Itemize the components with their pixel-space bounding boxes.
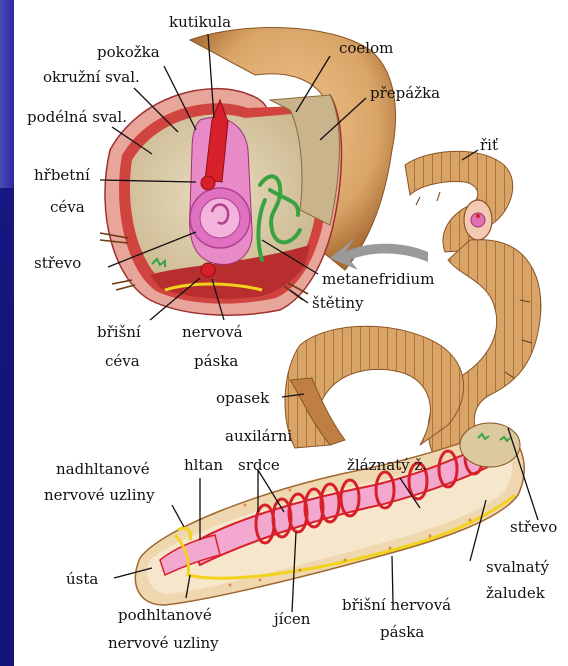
label-hrbetni-line1: hřbetní xyxy=(34,166,90,184)
label-okruzni-sval: okružní sval. xyxy=(43,68,140,86)
label-nervova-line2: páska xyxy=(194,352,238,370)
label-pokozka: pokožka xyxy=(97,43,160,61)
label-opasek: opasek xyxy=(216,389,270,407)
label-stetiny: štětiny xyxy=(312,294,364,312)
label-auxilarni-line2: srdce xyxy=(238,456,280,474)
label-strevo-bottom: střevo xyxy=(510,518,557,536)
label-nadhltanove-line1: nadhltanové xyxy=(56,460,150,478)
label-usta: ústa xyxy=(66,570,98,588)
label-brisni-nervova-line2: páska xyxy=(380,623,424,641)
label-nadhltanove-line2: nervové uzliny xyxy=(44,486,155,504)
dissected-body xyxy=(135,423,524,605)
label-hltan: hltan xyxy=(184,456,223,474)
label-jicen: jícen xyxy=(272,610,311,628)
label-brisni-cev-line2: céva xyxy=(105,352,140,370)
label-podhltanove-line1: podhltanové xyxy=(118,606,212,624)
label-rit: řiť xyxy=(480,136,498,154)
label-svalnaty-line1: svalnatý xyxy=(486,558,550,576)
label-strevo-top: střevo xyxy=(34,254,81,272)
label-brisni-cev-line1: břišní xyxy=(97,323,141,341)
label-zlaznaty: žláznatý ž. xyxy=(347,456,427,474)
label-podhltanove-line2: nervové uzliny xyxy=(108,634,219,652)
label-coelom: coelom xyxy=(339,39,393,57)
label-nervova-line1: nervová xyxy=(182,323,243,341)
label-podelna-sval: podélná sval. xyxy=(27,108,127,126)
label-auxilarni-line1: auxilárni xyxy=(225,427,292,445)
label-metanefridium: metanefridium xyxy=(322,270,434,288)
label-kutikula: kutikula xyxy=(169,13,231,31)
label-brisni-nervova-line1: břišní nervová xyxy=(342,596,451,614)
label-prepazka: přepážka xyxy=(370,84,440,102)
label-hrbetni-line2: céva xyxy=(50,198,85,216)
label-svalnaty-line2: žaludek xyxy=(486,584,546,602)
